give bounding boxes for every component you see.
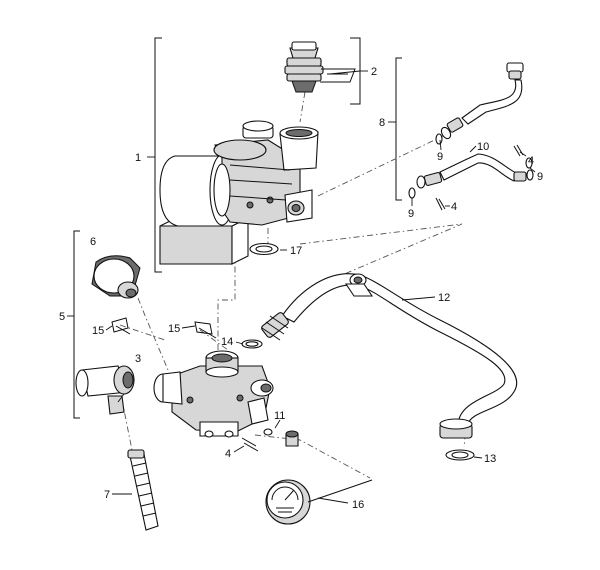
leader-2-part — [329, 70, 361, 75]
gasket-part-17 — [249, 242, 279, 256]
callout-9-a: 9 — [437, 151, 443, 163]
callout-11: 11 — [274, 410, 285, 422]
bracket-group-1 — [154, 37, 162, 273]
leader-11 — [274, 419, 281, 429]
centerline-pipe-8 — [317, 134, 446, 197]
leader-9c — [529, 167, 536, 173]
callout-9-c: 9 — [537, 171, 543, 183]
callout-6: 6 — [90, 236, 96, 248]
callout-12: 12 — [438, 292, 450, 304]
callout-17: 17 — [290, 245, 302, 257]
centerline-clip-15a — [119, 324, 166, 341]
gasket-part-13 — [445, 449, 475, 461]
pipe-part-10 — [416, 153, 534, 189]
o-rings-part-9 — [408, 133, 533, 199]
air-vent-part-2 — [284, 41, 356, 93]
filter-valve-part-3 — [75, 365, 135, 415]
callout-2: 2 — [371, 66, 377, 78]
o-ring-part-14 — [241, 339, 263, 349]
centerline-gauge-16 — [254, 434, 371, 479]
leader-13 — [473, 456, 483, 459]
callout-8: 8 — [379, 117, 385, 129]
centerline-pump-valve — [217, 253, 236, 350]
clips-part-4 — [435, 144, 524, 211]
leader-9a — [439, 139, 442, 151]
callout-15-b: 15 — [168, 323, 180, 335]
leader-4c — [233, 445, 245, 453]
leader-10 — [469, 145, 477, 153]
pressure-gauge-part-16 — [265, 479, 373, 525]
bracket-group-8 — [395, 57, 402, 201]
filter-cap-part-6 — [91, 255, 141, 299]
leader-15a — [105, 325, 113, 331]
clip-part-15a — [111, 317, 131, 335]
centerline-vent — [299, 91, 306, 123]
callout-15-a: 15 — [92, 325, 104, 337]
callout-4-upper: 4 — [528, 155, 534, 167]
hose-part-7 — [127, 449, 159, 531]
leader-14 — [235, 341, 244, 345]
bracket-group-5 — [73, 230, 80, 419]
clip-part-15b — [194, 321, 217, 339]
callout-7: 7 — [104, 489, 110, 501]
callout-1: 1 — [135, 152, 141, 164]
callout-13: 13 — [484, 453, 496, 465]
leader-3 — [117, 393, 125, 403]
callout-14: 14 — [221, 336, 233, 348]
callout-4-lower: 4 — [451, 201, 457, 213]
valve-body — [153, 350, 274, 438]
leader-12 — [401, 296, 436, 301]
drain-plug-part-11 — [263, 428, 299, 447]
connection-pipe-part-8 — [440, 62, 524, 140]
clip-part-4-valve — [241, 437, 259, 452]
centerline-hose-7 — [121, 399, 133, 451]
leader-16 — [317, 497, 349, 504]
pump-part-1 — [159, 120, 319, 265]
callout-3: 3 — [135, 353, 141, 365]
centerline-pipe-12 — [299, 223, 463, 279]
leader-15b — [181, 325, 196, 329]
callout-4-valve: 4 — [225, 448, 231, 460]
callout-10: 10 — [477, 141, 489, 153]
leader-4b — [519, 151, 527, 157]
callout-16: 16 — [352, 499, 364, 511]
callout-5: 5 — [59, 311, 65, 323]
return-pipe-part-12 — [261, 273, 518, 439]
centerline-cap-6 — [137, 297, 169, 371]
callout-9-b: 9 — [408, 208, 414, 220]
